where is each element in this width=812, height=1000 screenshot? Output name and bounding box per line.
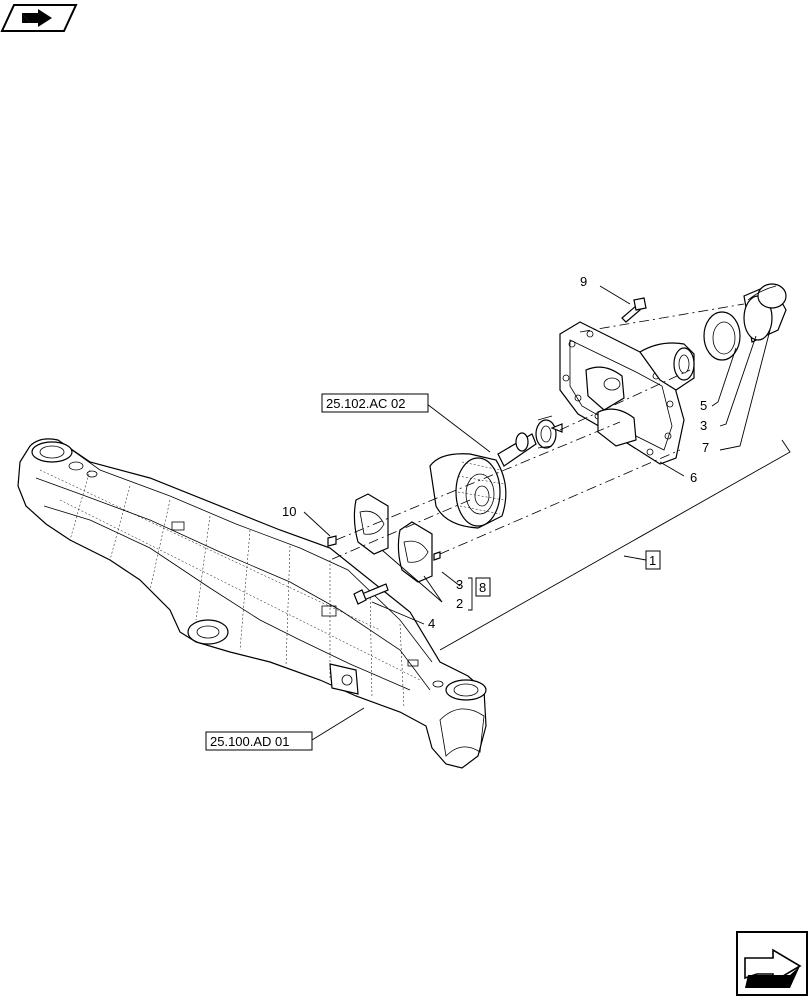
callout-3-lower: 3 (456, 577, 463, 592)
callout-1: 1 (649, 553, 656, 568)
callout-5: 5 (700, 398, 707, 413)
callout-7: 7 (702, 440, 709, 455)
callout-9: 9 (580, 274, 587, 289)
differential-assembly (429, 415, 563, 529)
callout-6: 6 (690, 470, 697, 485)
bushing-sleeve (743, 283, 787, 343)
pin-cap (433, 551, 441, 561)
next-page-arrow-icon[interactable] (736, 931, 808, 996)
bearing-cap-left (353, 493, 389, 555)
callout-8: 8 (479, 580, 486, 595)
axle-housing (17, 438, 487, 769)
callout-4: 4 (428, 616, 435, 631)
bearing-cap-right (397, 521, 433, 583)
callout-3-upper: 3 (700, 418, 707, 433)
reference-link-differential[interactable]: 25.102.AC 02 (321, 393, 429, 413)
callout-box-8 (475, 577, 491, 597)
callout-10: 10 (282, 504, 296, 519)
pin-10 (327, 535, 337, 547)
seal-ring (703, 311, 741, 361)
reference-label-differential: 25.102.AC 02 (326, 396, 406, 411)
reference-link-axle-housing[interactable]: 25.100.AD 01 (205, 731, 313, 751)
differential-carrier-housing (559, 321, 695, 465)
prev-page-arrow-icon[interactable] (0, 4, 78, 32)
bolt-9 (621, 297, 647, 323)
callout-box-1 (645, 550, 661, 570)
bolt-4 (353, 583, 389, 605)
reference-label-axle-housing: 25.100.AD 01 (210, 734, 290, 749)
callout-2: 2 (456, 596, 463, 611)
